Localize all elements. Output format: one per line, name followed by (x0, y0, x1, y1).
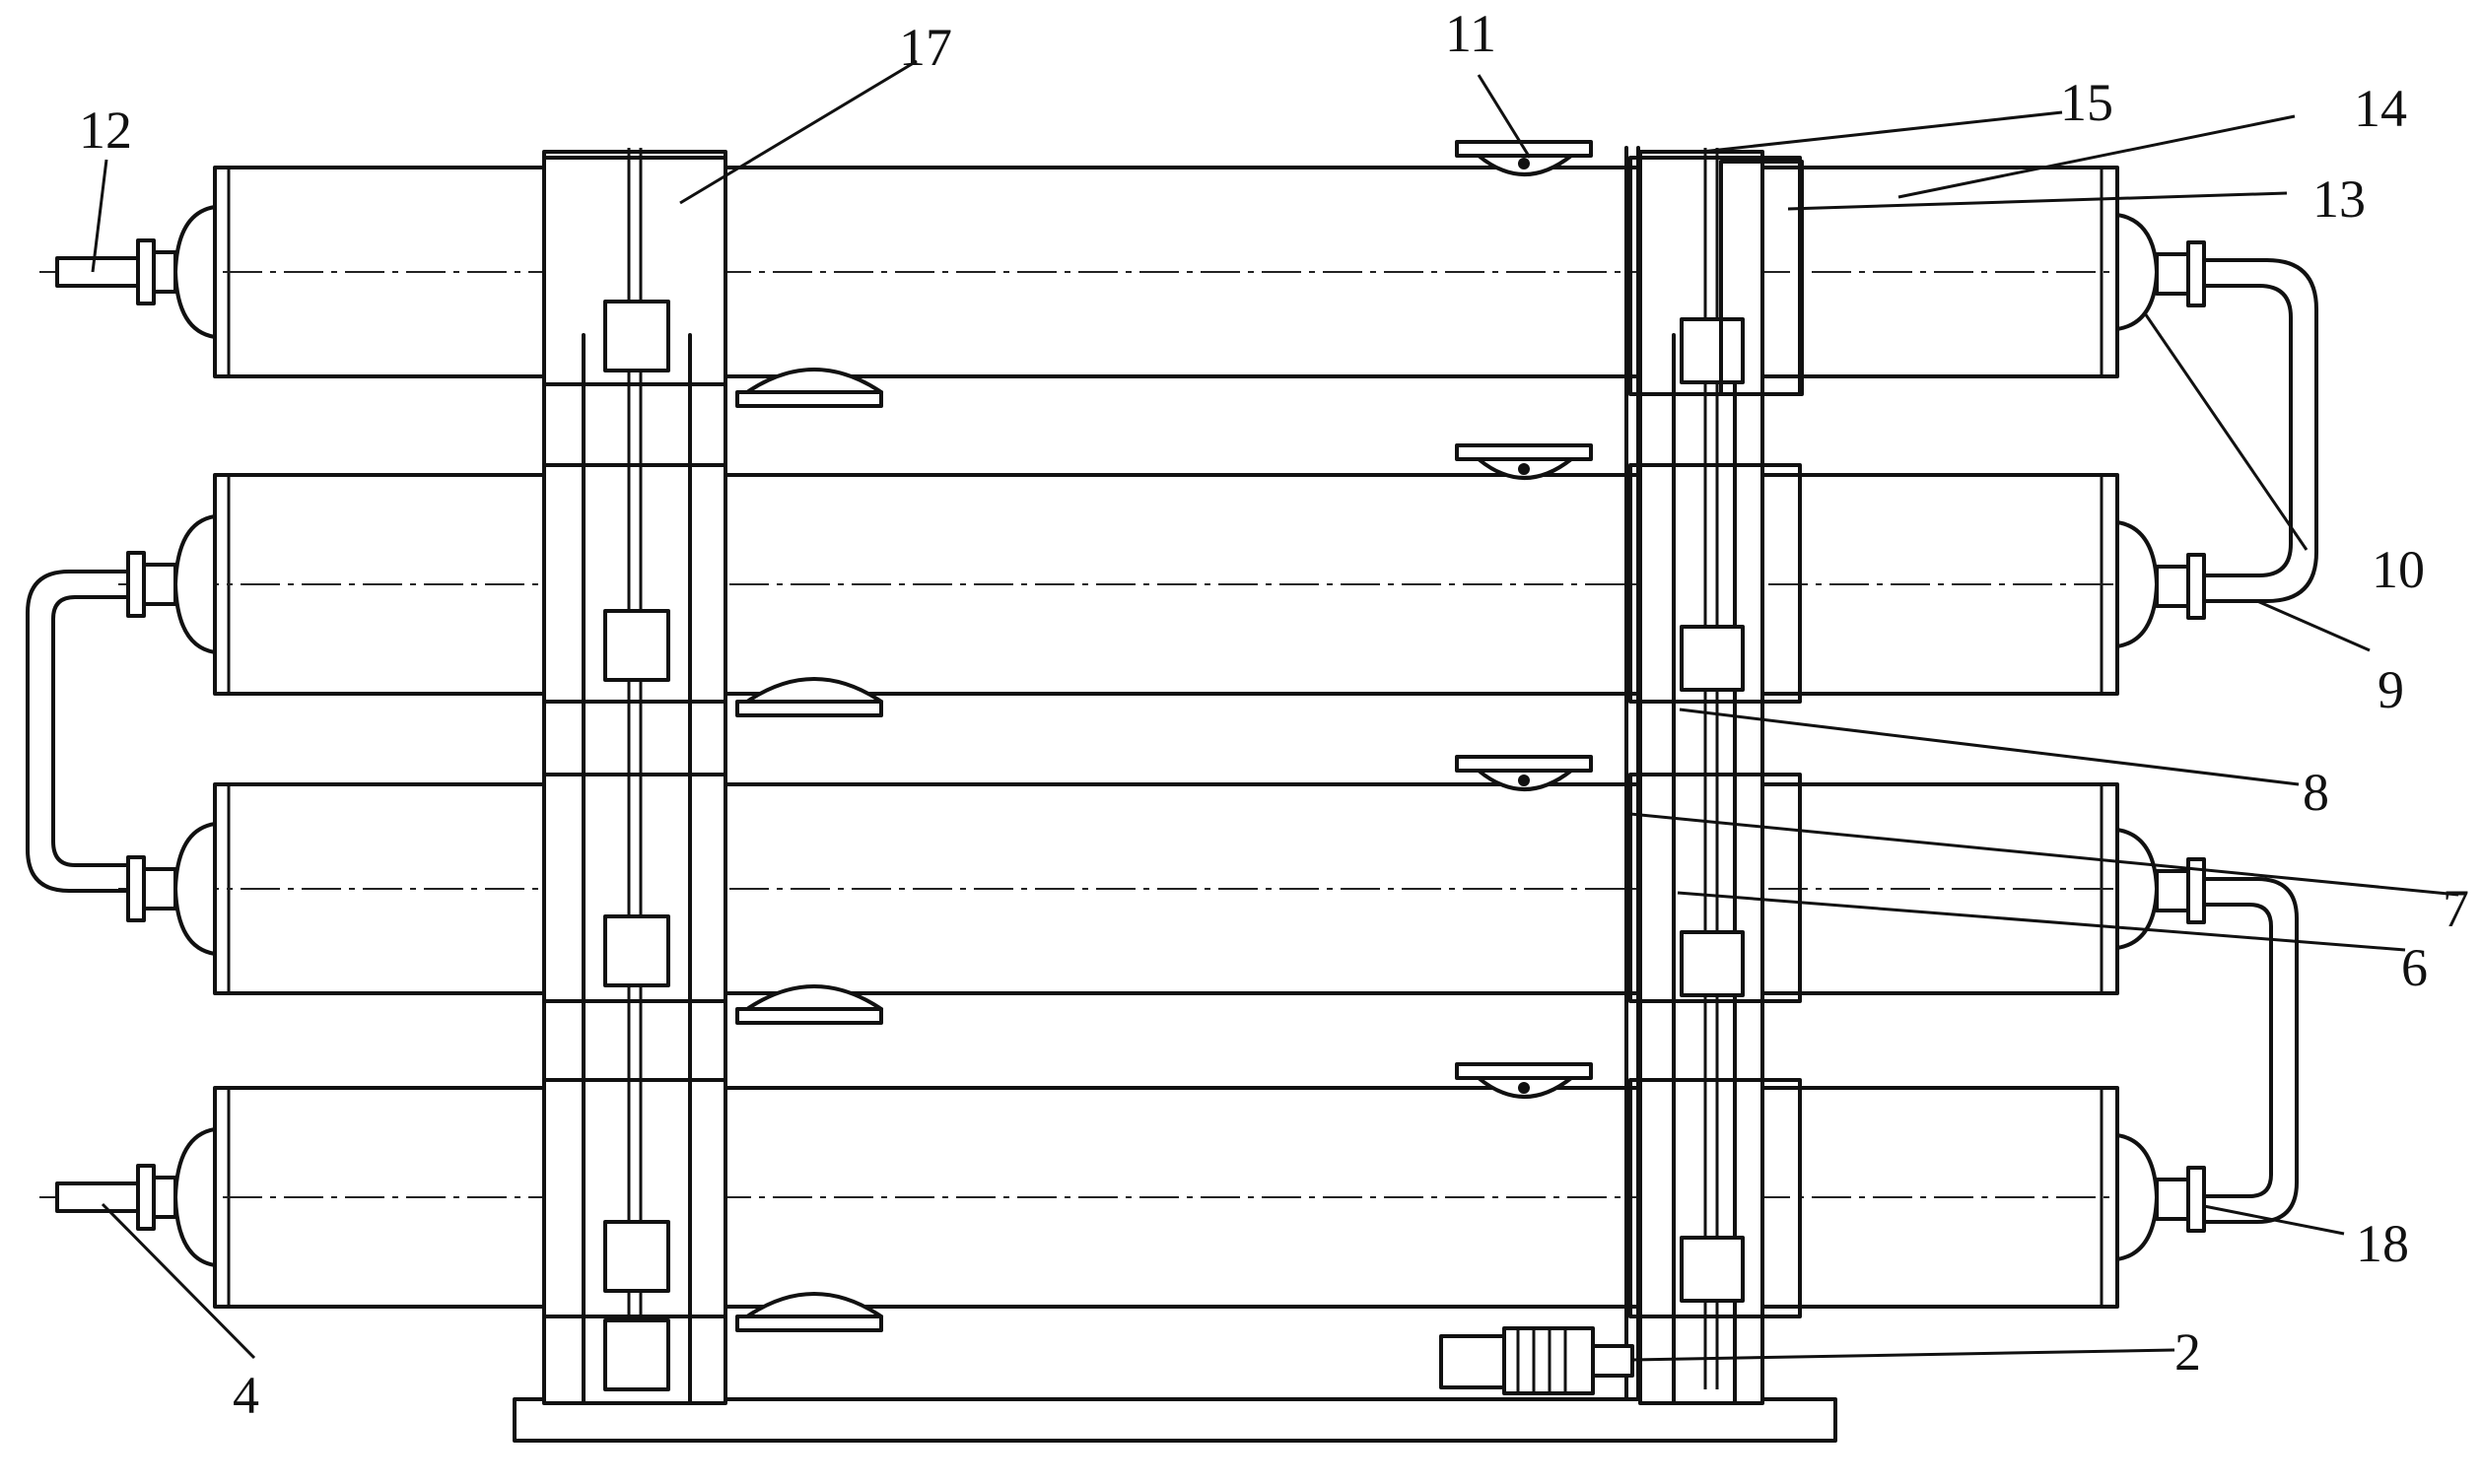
callout-15: 15 (2060, 73, 2113, 132)
cylinder-row-4 (39, 1086, 2188, 1309)
leader-lines (91, 59, 2459, 1362)
callout-2: 2 (2174, 1322, 2201, 1382)
callout-12: 12 (79, 101, 132, 160)
callout-14: 14 (2354, 79, 2407, 138)
callout-4: 4 (233, 1366, 259, 1425)
base-plate (513, 1397, 1837, 1443)
cylinder-row-2 (118, 473, 2188, 696)
callout-18: 18 (2356, 1214, 2409, 1273)
callout-labels: 17 11 12 15 14 13 10 9 8 7 6 18 2 4 (79, 4, 2469, 1425)
cylinder-row-3 (118, 782, 2188, 995)
right-frame (1624, 146, 1804, 1405)
callout-11: 11 (1445, 4, 1496, 63)
callout-8: 8 (2303, 763, 2329, 822)
cylinder-row-1 (39, 166, 2188, 378)
callout-7: 7 (2443, 879, 2469, 938)
hatch-ports (735, 140, 1593, 1332)
left-frame (542, 148, 727, 1405)
nozzle-flanges (55, 238, 2206, 1233)
u-bend-pipes (26, 258, 2318, 1224)
drive-motor (1439, 1326, 1634, 1395)
callout-13: 13 (2312, 169, 2366, 229)
end-caps (173, 205, 2159, 1267)
callout-6: 6 (2401, 938, 2428, 997)
callout-10: 10 (2372, 540, 2425, 599)
callout-9: 9 (2378, 660, 2404, 719)
callout-17: 17 (899, 18, 952, 77)
